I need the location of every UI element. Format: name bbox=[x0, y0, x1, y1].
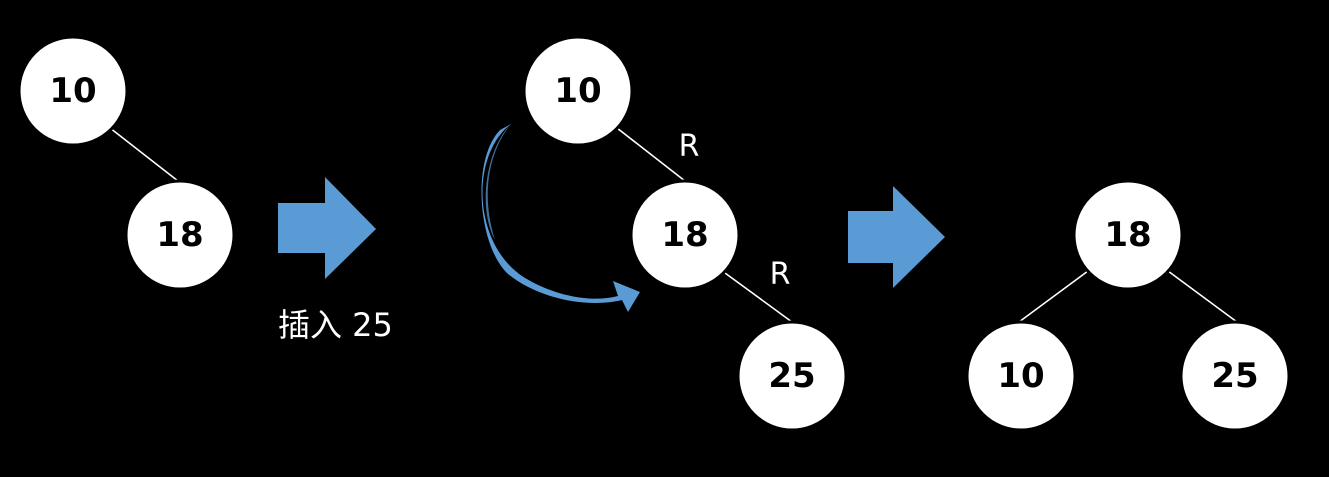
node-circle bbox=[629, 179, 741, 291]
node-circle bbox=[124, 179, 236, 291]
node-step3-right: 25 bbox=[1179, 320, 1291, 432]
edge-step3-18-25 bbox=[1167, 270, 1238, 323]
node-label: 18 bbox=[661, 215, 708, 255]
edge-label-right-upper: R bbox=[679, 129, 700, 164]
edge-step3-18-10 bbox=[1018, 270, 1089, 323]
node-step1-child: 18 bbox=[124, 179, 236, 291]
right-arrow-icon bbox=[278, 177, 376, 279]
node-circle bbox=[522, 35, 634, 147]
rotation-arrow-icon bbox=[481, 124, 640, 312]
node-label: 10 bbox=[49, 71, 96, 111]
node-step3-root: 18 bbox=[1072, 179, 1184, 291]
edge-label-right-lower: R bbox=[770, 257, 791, 292]
node-step2-middle: 18 bbox=[629, 179, 741, 291]
node-circle bbox=[736, 320, 848, 432]
insert-caption: 插入 25 bbox=[278, 306, 393, 344]
node-step1-root: 10 bbox=[17, 35, 129, 147]
node-label: 25 bbox=[1211, 356, 1258, 396]
node-circle bbox=[17, 35, 129, 147]
node-label: 18 bbox=[156, 215, 203, 255]
edge-step1-10-18 bbox=[109, 127, 179, 182]
node-circle bbox=[965, 320, 1077, 432]
node-step2-leaf: 25 bbox=[736, 320, 848, 432]
node-step3-left: 10 bbox=[965, 320, 1077, 432]
node-circle bbox=[1072, 179, 1184, 291]
right-arrow-icon bbox=[848, 186, 945, 288]
node-step2-root: 10 bbox=[522, 35, 634, 147]
node-circle bbox=[1179, 320, 1291, 432]
edge-step2-10-18 bbox=[616, 127, 686, 182]
node-label: 10 bbox=[554, 71, 601, 111]
node-label: 18 bbox=[1104, 215, 1151, 255]
node-label: 10 bbox=[997, 356, 1044, 396]
node-label: 25 bbox=[768, 356, 815, 396]
edge-step2-18-25 bbox=[724, 272, 793, 323]
